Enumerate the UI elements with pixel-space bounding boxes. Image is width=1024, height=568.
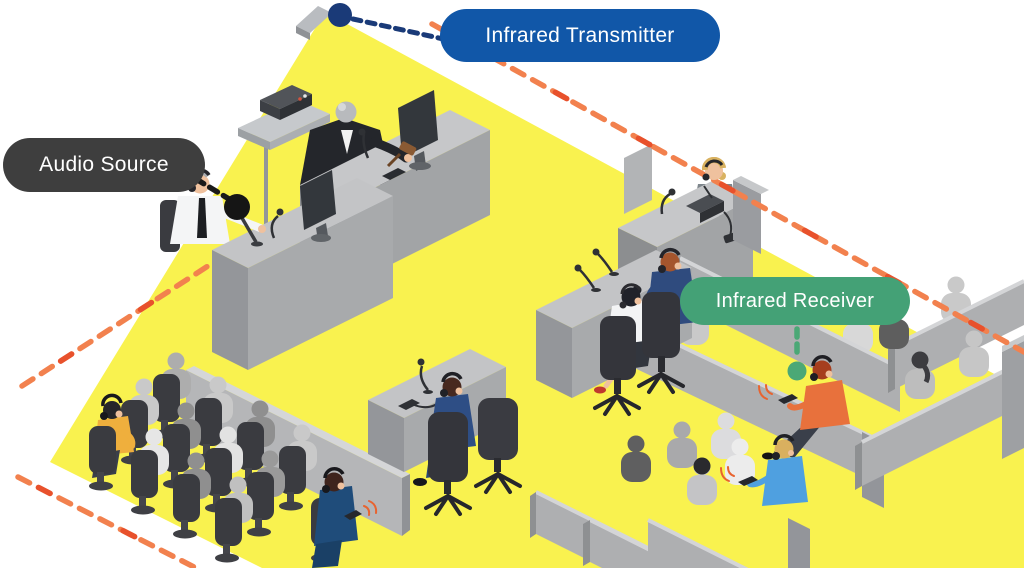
microphone-ball-icon	[224, 194, 250, 220]
audio-equipment-stand	[238, 85, 330, 228]
gallery-front-rows	[530, 412, 810, 568]
headset-icon	[323, 467, 345, 479]
juror-listener-navy	[311, 467, 378, 568]
receiver-device-icon	[738, 476, 758, 486]
receiver-point-icon	[787, 361, 807, 381]
gavel-icon	[386, 141, 417, 168]
single-desk	[368, 349, 522, 516]
infrared-transmitter-device	[296, 3, 352, 40]
receiver-device-icon	[344, 510, 362, 520]
receiver-label-text: Infrared Receiver	[715, 289, 875, 312]
headset-icon	[101, 393, 123, 407]
label-audio-source: Audio Source	[3, 138, 205, 192]
gallery-right-section	[855, 276, 1024, 490]
transmitter-emitter-icon	[328, 3, 352, 27]
label-infrared-transmitter: Infrared Transmitter	[440, 9, 720, 62]
transmitter-connector-dash	[350, 16, 451, 43]
receiver-connector	[787, 326, 807, 381]
counsel-table	[536, 247, 698, 416]
interpreter-head-overlay	[701, 157, 726, 181]
headset-icon	[620, 283, 642, 295]
audio-source-connector	[193, 176, 250, 220]
attorney-man	[637, 247, 698, 394]
gallery-listener-blue	[720, 434, 808, 506]
interpreter-console-icon	[686, 194, 724, 213]
beam-edge-dashes-left	[15, 263, 211, 568]
headset-icon	[441, 371, 463, 383]
receiver-device-icon	[398, 399, 420, 410]
audio-source-label-text: Audio Source	[39, 153, 169, 176]
headset-icon	[811, 355, 833, 367]
beam-edge-dash-right	[429, 21, 1024, 355]
label-infrared-receiver: Infrared Receiver	[680, 277, 910, 325]
receiver-device-icon	[778, 394, 798, 404]
transmitter-label-text: Infrared Transmitter	[485, 23, 675, 47]
clerk-desk	[212, 170, 393, 370]
juror-listener-yellow	[89, 393, 136, 491]
headset-icon	[773, 434, 795, 446]
headset-icon	[659, 247, 681, 259]
